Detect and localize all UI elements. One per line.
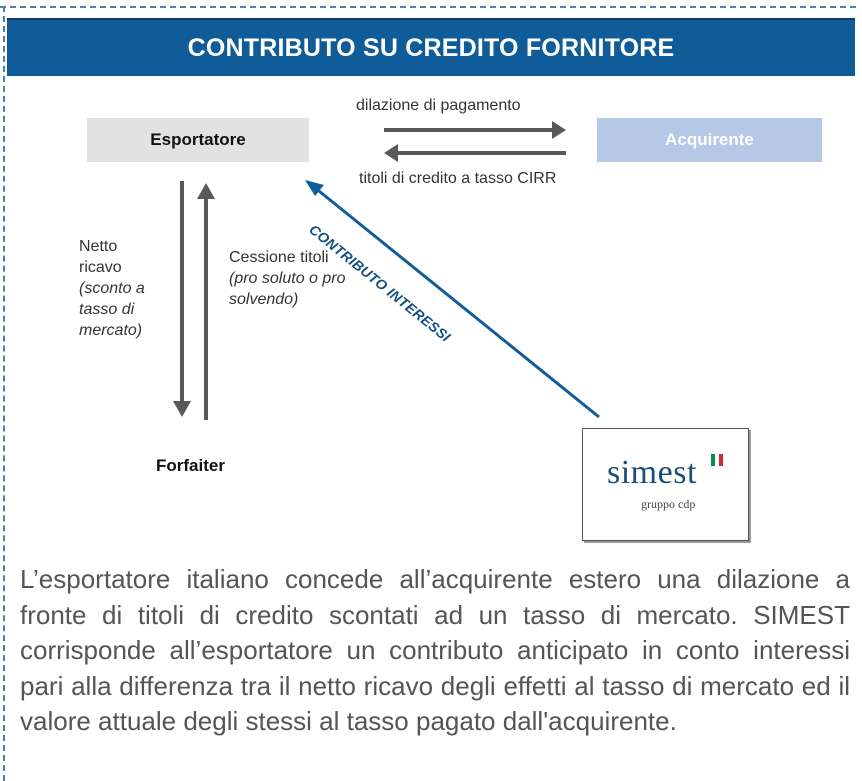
dashed-frame-top xyxy=(0,6,856,8)
description-paragraph: L’esportatore italiano concede all’acqui… xyxy=(20,564,850,736)
page-title: CONTRIBUTO SU CREDITO FORNITORE xyxy=(187,33,675,62)
arrow-netto-ricavo xyxy=(173,181,191,417)
title-bar: CONTRIBUTO SU CREDITO FORNITORE xyxy=(7,18,855,76)
cessione-line-2: (pro soluto o pro xyxy=(229,270,346,287)
netto-line-3: (sconto a xyxy=(79,280,145,297)
simest-wordmark: simest xyxy=(607,454,697,491)
simest-subtitle: gruppo cdp xyxy=(641,497,696,511)
simest-logo: simest gruppo cdp xyxy=(582,428,749,541)
cessione-line-1: Cessione titoli xyxy=(229,249,329,266)
arrow-titoli xyxy=(384,144,566,162)
italian-flag-icon xyxy=(711,454,723,466)
esportatore-box: Esportatore xyxy=(87,118,309,162)
forfaiter-label: Forfaiter xyxy=(156,456,225,475)
acquirente-label: Acquirente xyxy=(665,130,754,149)
acquirente-box: Acquirente xyxy=(597,118,822,162)
arrow-contributo-interessi xyxy=(305,180,600,419)
cessione-line-3: solvendo) xyxy=(229,291,299,308)
netto-line-1: Netto xyxy=(79,238,118,255)
arrow-dilazione xyxy=(384,121,566,139)
dilazione-label: dilazione di pagamento xyxy=(356,97,521,114)
netto-line-4: tasso di xyxy=(79,301,135,318)
titoli-label: titoli di credito a tasso CIRR xyxy=(359,170,557,187)
dashed-frame-left xyxy=(3,6,5,781)
esportatore-label: Esportatore xyxy=(150,130,246,149)
arrow-cessione-titoli xyxy=(197,183,215,420)
netto-line-5: mercato) xyxy=(79,322,143,339)
netto-line-2: ricavo xyxy=(79,259,122,276)
